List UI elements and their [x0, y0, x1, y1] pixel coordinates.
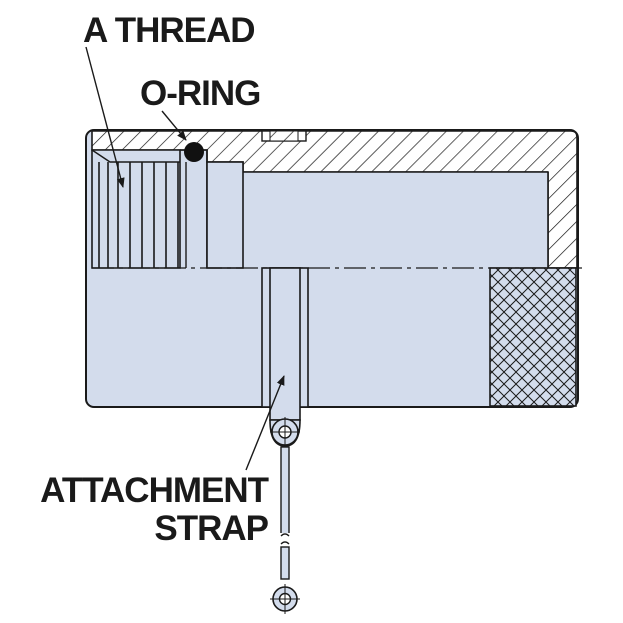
inner-bore	[243, 171, 549, 268]
o-ring-circle	[184, 142, 204, 162]
lower-half	[261, 267, 577, 421]
attachment-strap	[269, 417, 301, 614]
thread-lines	[98, 162, 179, 268]
thread-leader	[85, 46, 125, 188]
strap-label-line1: ATTACHMENT	[40, 471, 268, 510]
thread-label: A THREAD	[83, 11, 255, 50]
strap-label-line2: STRAP	[154, 509, 268, 548]
leader-lines	[85, 46, 285, 471]
strap-leader	[245, 375, 285, 471]
oring-label: O-RING	[140, 74, 260, 113]
oring-leader	[161, 110, 187, 141]
knurled-grip	[489, 267, 577, 407]
thread-region	[91, 149, 244, 269]
strap-band	[269, 267, 301, 421]
strap-cable	[280, 446, 290, 536]
